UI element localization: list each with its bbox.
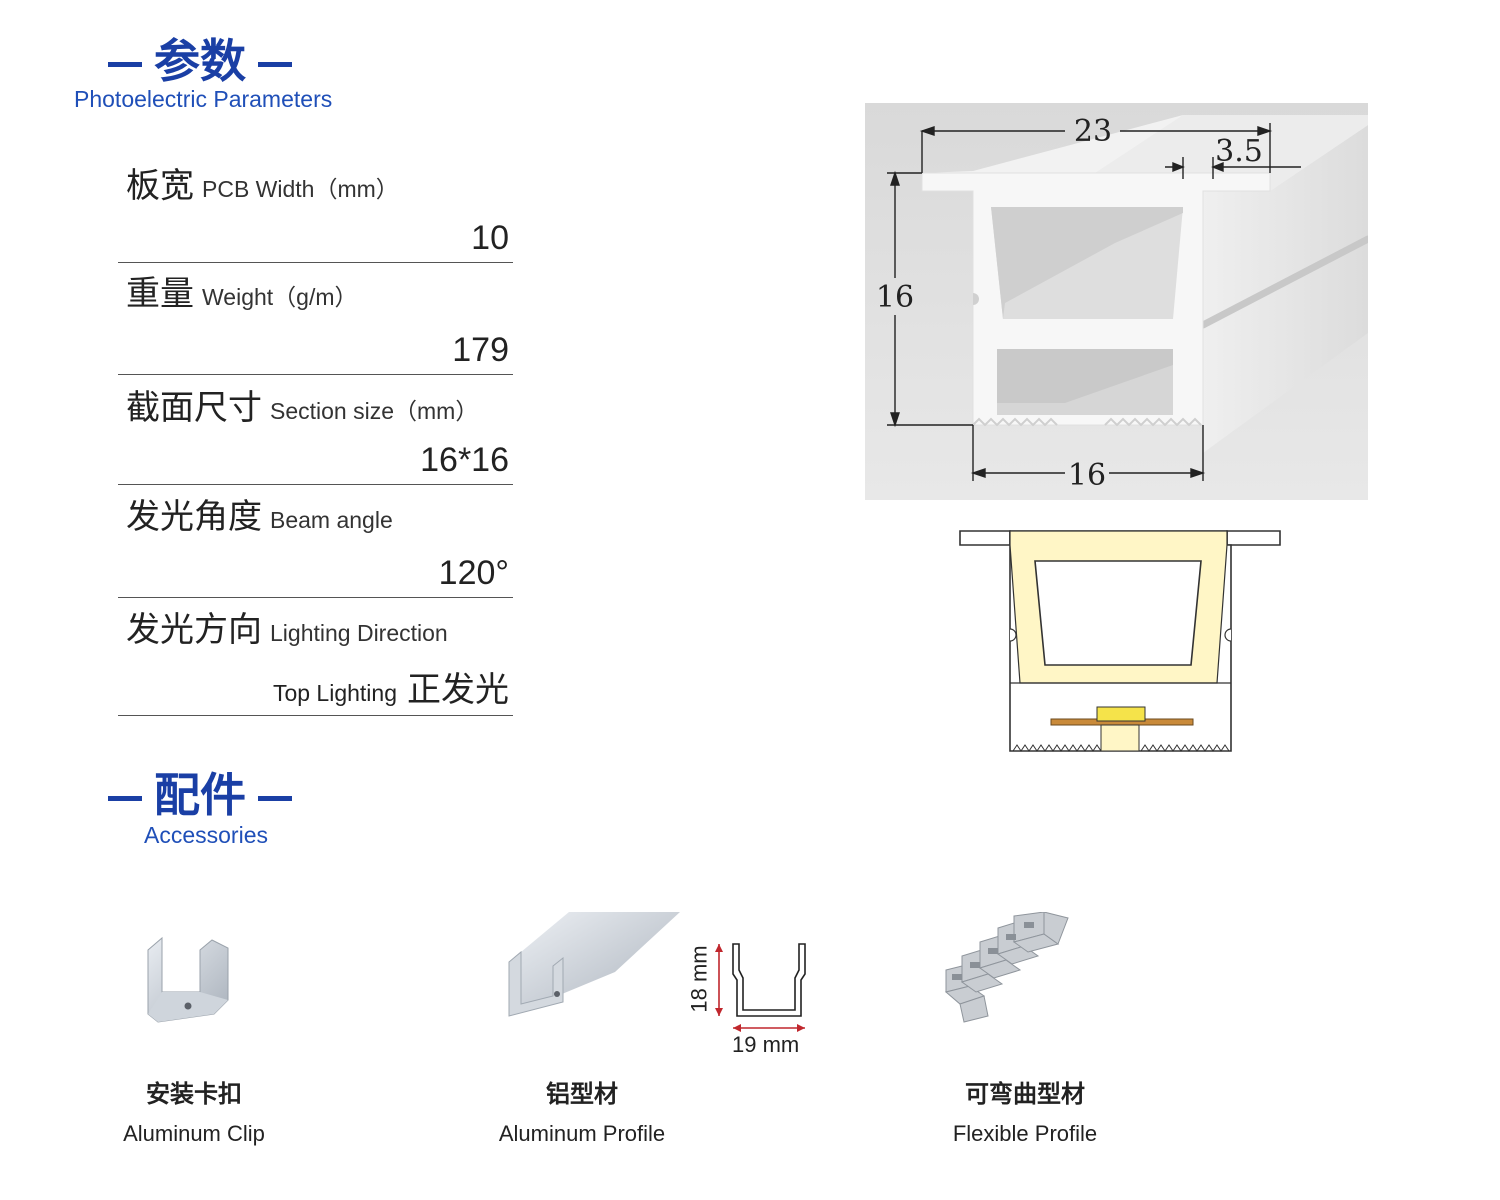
aluminum-clip-image <box>147 936 229 1023</box>
param-label-zh: 发光方向 <box>126 610 262 650</box>
param-row-pcb-width: 板宽 PCB Width（mm） 10 <box>118 158 513 263</box>
param-label-en: Weight（g/m） <box>202 284 358 310</box>
param-label-en: Beam angle <box>270 507 393 533</box>
flexible-profile-image <box>944 912 1069 1023</box>
cross-section-diagram <box>959 530 1281 752</box>
title-dash-left <box>108 796 142 801</box>
profile-3d-render: 23 3.5 16 16 <box>865 103 1368 500</box>
profile-section-dimension <box>715 943 806 1032</box>
dim-lip-label: 3.5 <box>1215 134 1263 169</box>
param-value: 16*16 <box>420 441 509 479</box>
param-label-zh: 重量 <box>126 274 194 314</box>
accessory-aluminum-clip: 安装卡扣 Aluminum Clip <box>94 1074 294 1147</box>
profile-height-label: 18 mm <box>686 945 712 1013</box>
title-dash-left <box>108 62 142 67</box>
param-label-en: Section size（mm） <box>270 398 479 424</box>
param-label-zh: 发光角度 <box>126 497 262 537</box>
param-label: 截面尺寸 Section size（mm） <box>126 380 478 429</box>
aluminum-profile-image <box>508 912 680 1017</box>
dim-top-label: 23 <box>1074 114 1112 149</box>
params-section-title: 参数 <box>96 38 304 84</box>
param-label: 板宽 PCB Width（mm） <box>126 158 399 207</box>
param-row-lighting-direction: 发光方向 Lighting Direction Top Lighting 正发光 <box>118 602 513 716</box>
param-value: 120° <box>438 554 509 592</box>
params-title-zh: 参数 <box>154 34 246 88</box>
dim-height-label: 16 <box>876 280 914 315</box>
param-label: 发光角度 Beam angle <box>126 489 393 538</box>
param-label: 重量 Weight（g/m） <box>126 266 358 315</box>
param-value: 10 <box>471 219 509 257</box>
param-value-zh: 正发光 <box>407 671 509 709</box>
accessory-name-zh: 可弯曲型材 <box>965 1080 1085 1108</box>
param-label-en: Lighting Direction <box>270 620 448 646</box>
accessory-name-en: Aluminum Clip <box>123 1121 265 1146</box>
title-dash-right <box>258 796 292 801</box>
param-row-beam-angle: 发光角度 Beam angle 120° <box>118 489 513 598</box>
param-label-zh: 截面尺寸 <box>126 388 262 428</box>
accessory-name-en: Aluminum Profile <box>498 1121 666 1146</box>
accessory-name-zh: 安装卡扣 <box>146 1080 242 1108</box>
accessories-section-title: 配件 <box>96 772 304 818</box>
param-row-weight: 重量 Weight（g/m） 179 <box>118 266 513 375</box>
param-value-en: Top Lighting <box>272 680 397 706</box>
param-label-en: PCB Width（mm） <box>202 176 399 202</box>
accessory-name-en: Flexible Profile <box>952 1121 1098 1146</box>
param-label-zh: 板宽 <box>126 166 194 206</box>
accessories-title-zh: 配件 <box>154 768 246 822</box>
profile-width-label: 19 mm <box>732 1032 800 1057</box>
accessory-aluminum-profile: 铝型材 Aluminum Profile <box>472 1074 692 1147</box>
accessory-flexible-profile: 可弯曲型材 Flexible Profile <box>915 1074 1135 1147</box>
accessories-subtitle: Accessories <box>144 822 268 848</box>
dim-bottom-label: 16 <box>1068 458 1106 493</box>
param-label: 发光方向 Lighting Direction <box>126 602 448 651</box>
title-dash-right <box>258 62 292 67</box>
param-row-section-size: 截面尺寸 Section size（mm） 16*16 <box>118 380 513 485</box>
params-subtitle: Photoelectric Parameters <box>74 86 333 112</box>
param-value: Top Lighting 正发光 <box>273 662 509 711</box>
accessory-name-zh: 铝型材 <box>546 1080 618 1108</box>
param-value: 179 <box>452 331 509 369</box>
